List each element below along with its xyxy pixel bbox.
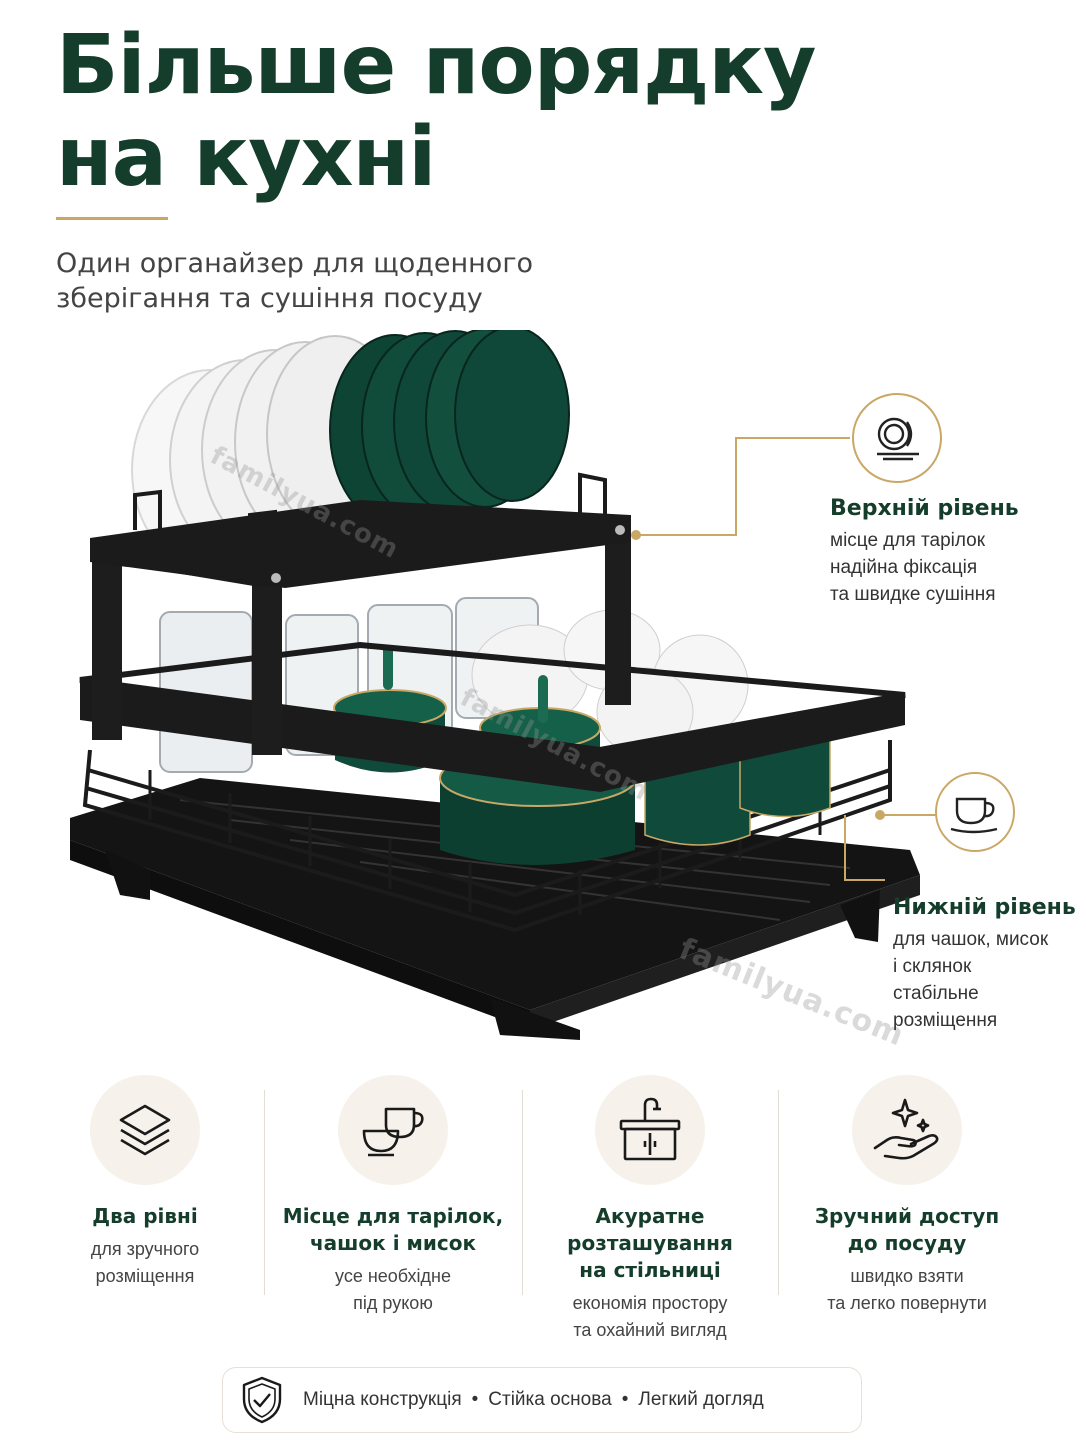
callout-lower-line-4: розміщення	[893, 1010, 998, 1031]
callout-upper-title: Верхній рівень	[830, 496, 1019, 521]
callout-upper-line-2: надійна фіксація	[830, 557, 978, 578]
feature-description: економія простору та охайний вигляд	[525, 1290, 775, 1344]
headline-line-1: Більше порядку	[56, 18, 816, 113]
feature-description: швидко взяти та легко повернути	[782, 1263, 1032, 1317]
separator-dot: •	[621, 1389, 629, 1410]
callout-lower-title: Нижній рівень	[893, 895, 1076, 920]
features-row: Два рівні для зручного розміщення Місце …	[20, 1075, 1066, 1355]
kitchen-sink-icon	[595, 1075, 705, 1185]
subtitle: Один органайзер для щоденного зберігання…	[56, 246, 676, 316]
benefit-strong-construction: Міцна конструкція	[303, 1389, 462, 1410]
feature-title: Місце для тарілок, чашок і мисок	[268, 1203, 518, 1257]
cup-bowl-icon	[338, 1075, 448, 1185]
feature-title-line: на стільниці	[579, 1258, 721, 1282]
callout-lower-line-1: для чашок, мисок	[893, 929, 1049, 950]
layers-icon	[90, 1075, 200, 1185]
feature-title: Акуратне розташування на стільниці	[525, 1203, 775, 1284]
callout-upper-tier: Верхній рівень місце для тарілок надійна…	[830, 496, 1080, 608]
feature-desc-line: під рукою	[353, 1293, 433, 1313]
feature-title-line: Два рівні	[92, 1204, 198, 1228]
callout-lower-line-3: стабільне	[893, 983, 979, 1004]
headline-line-2: на кухні	[56, 110, 436, 205]
feature-desc-line: розміщення	[95, 1266, 195, 1286]
feature-desc-line: усе необхідне	[335, 1266, 451, 1286]
feature-description: для зручного розміщення	[20, 1236, 270, 1290]
feature-title-line: Акуратне	[595, 1204, 705, 1228]
callout-lower-line-2: і склянок	[893, 956, 972, 977]
subtitle-line-1: Один органайзер для щоденного	[56, 248, 534, 279]
feature-title-line: розташування	[567, 1231, 733, 1255]
callout-upper-line-3: та швидке сушіння	[830, 584, 996, 605]
feature-description: усе необхідне під рукою	[268, 1263, 518, 1317]
feature-desc-line: для зручного	[90, 1239, 200, 1259]
feature-desc-line: економія простору	[572, 1293, 728, 1313]
divider	[264, 1090, 265, 1295]
feature-title-line: чашок і мисок	[309, 1231, 477, 1255]
shield-check-icon	[239, 1375, 285, 1425]
feature-desc-line: швидко взяти	[850, 1266, 964, 1286]
benefit-easy-care: Легкий догляд	[638, 1389, 764, 1410]
benefits-text: Міцна конструкція • Стійка основа • Легкий д…	[303, 1389, 764, 1411]
hand-sparkle-icon	[852, 1075, 962, 1185]
callout-upper-line-1: місце для тарілок	[830, 530, 986, 551]
feature-title-line: до посуду	[847, 1231, 967, 1255]
gold-divider	[56, 217, 168, 220]
feature-desc-line: та охайний вигляд	[573, 1320, 727, 1340]
divider	[522, 1090, 523, 1295]
feature-desc-line: та легко повернути	[827, 1293, 987, 1313]
feature-plates-cups-bowls: Місце для тарілок, чашок і мисок усе нео…	[268, 1075, 518, 1317]
feature-easy-access: Зручний доступ до посуду швидко взяти та…	[782, 1075, 1032, 1317]
subtitle-line-2: зберігання та сушіння посуду	[56, 283, 483, 314]
benefits-bar: Міцна конструкція • Стійка основа • Легкий д…	[222, 1367, 862, 1433]
cup-saucer-icon	[935, 772, 1015, 852]
feature-title-line: Зручний доступ	[814, 1204, 1000, 1228]
benefit-stable-base: Стійка основа	[488, 1389, 612, 1410]
feature-title: Два рівні	[20, 1203, 270, 1230]
dish-rack-illustration	[70, 330, 920, 1040]
feature-two-tiers: Два рівні для зручного розміщення	[20, 1075, 270, 1290]
separator-dot: •	[471, 1389, 479, 1410]
feature-title-line: Місце для тарілок,	[282, 1204, 504, 1228]
plate-icon	[852, 393, 942, 483]
callout-lower-tier: Нижній рівень для чашок, мисок і склянок…	[893, 895, 1083, 1034]
feature-countertop: Акуратне розташування на стільниці еконо…	[525, 1075, 775, 1344]
feature-title: Зручний доступ до посуду	[782, 1203, 1032, 1257]
headline: Більше порядку на кухні	[56, 18, 816, 205]
divider	[778, 1090, 779, 1295]
